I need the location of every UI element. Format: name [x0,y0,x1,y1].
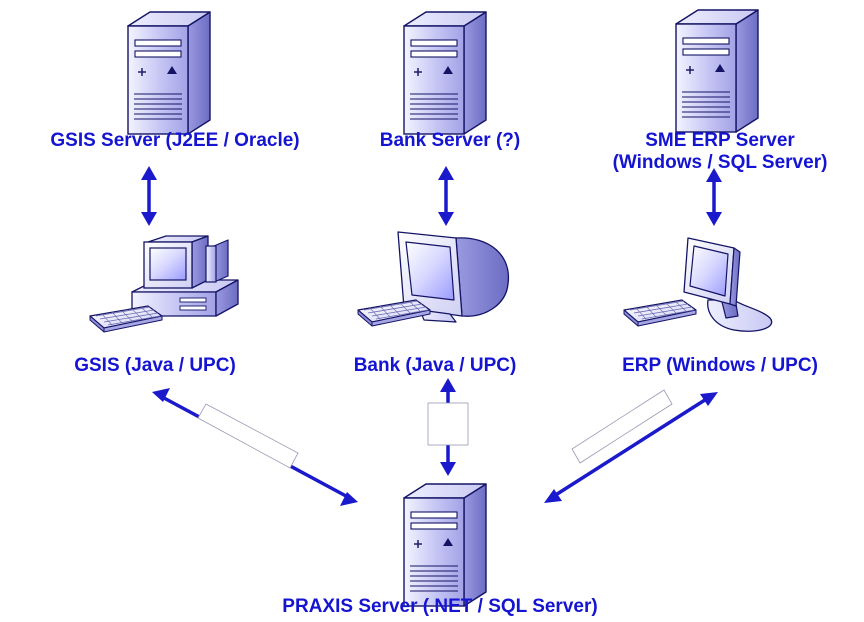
erp-server-label-line1: SME ERP Server [645,130,795,151]
praxis-server-label: PRAXIS Server (.NET / SQL Server) [282,596,598,617]
erp-server-label: SME ERP Server (Windows / SQL Server) [580,130,860,174]
arrow-bank-server-to-client [438,166,454,226]
arrow-gsis-server-to-client [141,166,157,226]
bank-crt-workstation-icon [357,231,510,327]
gsis-desktop-computer-icon [89,235,239,333]
bank-client-label: Bank (Java / UPC) [353,355,517,376]
arrow-erp-client-to-praxis [544,389,718,503]
gsis-client-label: GSIS (Java / UPC) [74,355,236,376]
arrow-erp-server-to-client [706,168,722,226]
bank-server-label: Bank Server (?) [379,130,521,151]
gsis-server-label: GSIS Server (J2EE / Oracle) [50,130,300,151]
erp-client-label: ERP (Windows / UPC) [622,355,818,376]
gsis-server-icon [127,11,211,135]
arrow-gsis-client-to-praxis [152,388,358,506]
praxis-server-icon [403,483,487,607]
bank-server-icon [403,11,487,135]
arrow-bank-client-to-praxis [427,378,469,476]
erp-server-icon [675,9,759,133]
erp-server-label-line2: (Windows / SQL Server) [612,152,828,173]
erp-lcd-workstation-icon [623,237,773,332]
